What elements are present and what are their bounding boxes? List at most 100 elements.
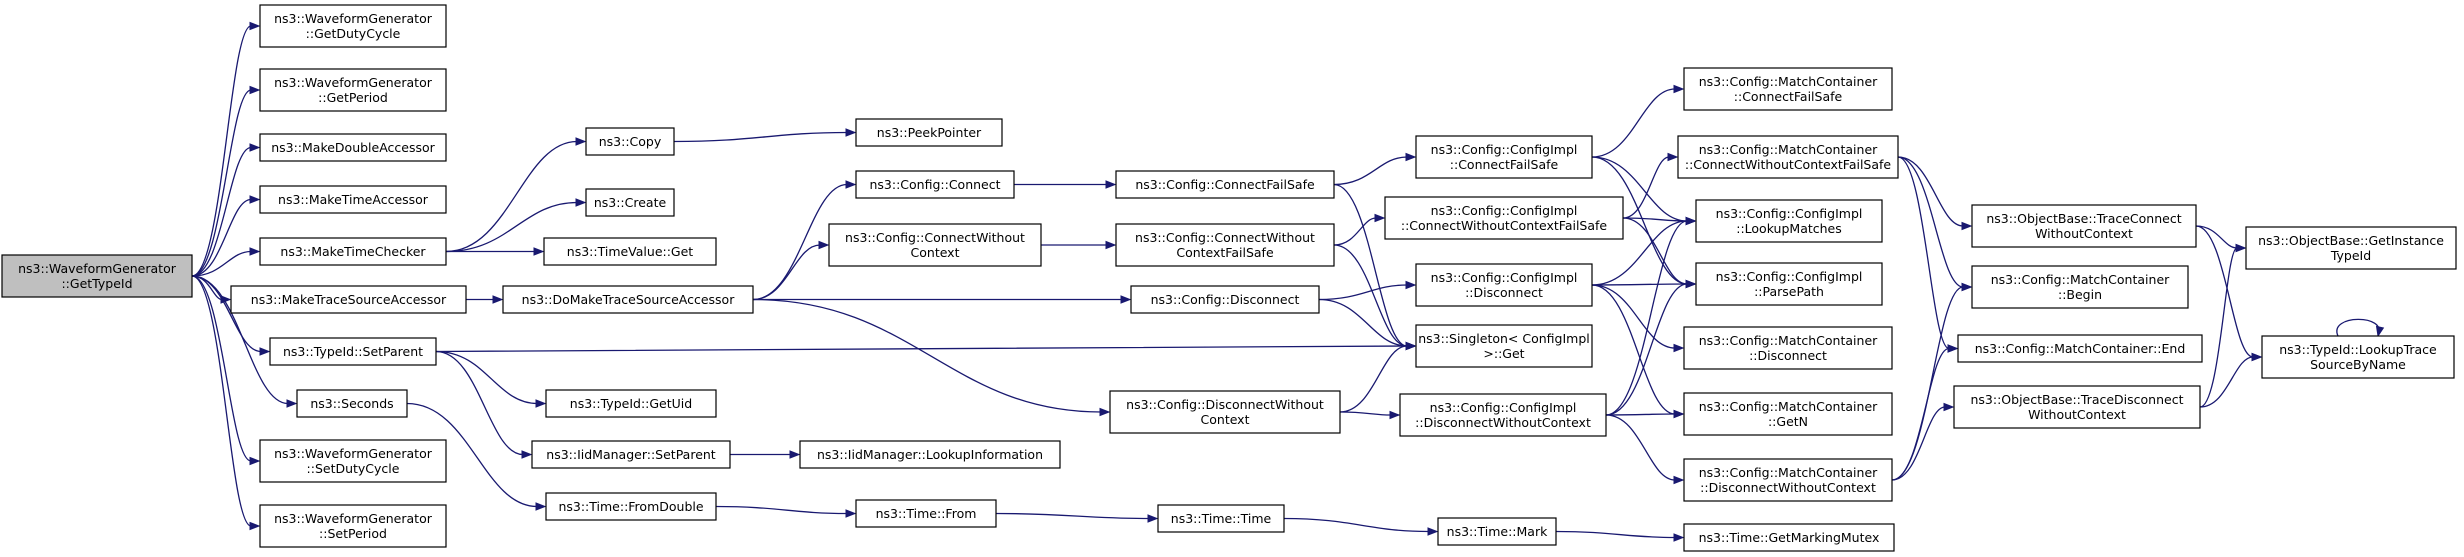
edge-line — [1897, 156, 1950, 350]
node-impl-disconnect[interactable]: ns3::Config::ConfigImpl::Disconnect — [1415, 263, 1593, 307]
node-label-line: ns3::Create — [594, 195, 667, 210]
node-impl-connect-without-context-fail-safe[interactable]: ns3::Config::ConfigImpl::ConnectWithoutC… — [1384, 196, 1624, 240]
node-box — [585, 188, 675, 217]
node-iid-set-parent[interactable]: ns3::IidManager::SetParent — [531, 440, 731, 469]
edge-line — [1591, 220, 1688, 286]
node-config-connect-fail-safe[interactable]: ns3::Config::ConnectFailSafe — [1115, 170, 1335, 199]
node-time-time[interactable]: ns3::Time::Time — [1157, 504, 1285, 533]
edge-arrowhead — [575, 137, 587, 146]
edge-line — [1339, 411, 1392, 416]
edge-arrowhead — [1427, 527, 1439, 536]
node-make-time-accessor[interactable]: ns3::MakeTimeAccessor — [259, 185, 447, 214]
edge-line — [1591, 284, 1676, 415]
edge-arrowhead — [1685, 279, 1697, 289]
node-time-from[interactable]: ns3::Time::From — [855, 499, 997, 528]
node-get-duty-cycle[interactable]: ns3::WaveformGenerator::GetDutyCycle — [259, 4, 447, 48]
node-label-line: TypeId — [2330, 248, 2371, 263]
edge-arrowhead — [535, 399, 547, 408]
node-impl-lookup-matches[interactable]: ns3::Config::ConfigImpl::LookupMatches — [1695, 199, 1883, 243]
edge-do-make-trace-source-accessor-to-config-disconnect-without-context — [752, 298, 1111, 417]
node-label-line: ns3::Config::Connect — [869, 177, 1000, 192]
node-impl-connect-fail-safe[interactable]: ns3::Config::ConfigImpl::ConnectFailSafe — [1415, 135, 1593, 179]
node-mc-end[interactable]: ns3::Config::MatchContainer::End — [1957, 334, 2203, 363]
edge-line — [995, 512, 1150, 520]
edge-arrowhead — [845, 509, 857, 518]
edge-seconds-to-time-from-double — [406, 402, 547, 511]
node-make-trace-source-accessor[interactable]: ns3::MakeTraceSourceAccessor — [230, 285, 467, 314]
edge-line — [191, 275, 289, 405]
node-box — [1683, 392, 1893, 436]
node-get-period[interactable]: ns3::WaveformGenerator::GetPeriod — [259, 68, 447, 112]
node-label-line: ::GetDutyCycle — [306, 26, 401, 41]
node-config-disconnect[interactable]: ns3::Config::Disconnect — [1130, 285, 1320, 314]
node-set-duty-cycle[interactable]: ns3::WaveformGenerator::SetDutyCycle — [259, 439, 447, 483]
node-ob-trace-connect-without-context[interactable]: ns3::ObjectBase::TraceConnectWithoutCont… — [1971, 204, 2197, 248]
node-singleton-get[interactable]: ns3::Singleton< ConfigImpl>::Get — [1415, 324, 1593, 368]
node-box — [1130, 285, 1320, 314]
node-time-mark[interactable]: ns3::Time::Mark — [1437, 517, 1557, 546]
node-label-line: ns3::Config::DisconnectWithout — [1126, 397, 1324, 412]
node-mc-get-n[interactable]: ns3::Config::MatchContainer::GetN — [1683, 392, 1893, 436]
node-box — [1695, 262, 1883, 306]
edge-ob-trace-disconnect-without-context-to-ob-get-instance-type-id — [2199, 243, 2247, 408]
node-make-time-checker[interactable]: ns3::MakeTimeChecker — [259, 237, 447, 266]
node-config-disconnect-without-context[interactable]: ns3::Config::DisconnectWithoutContext — [1109, 390, 1341, 434]
node-mc-begin[interactable]: ns3::Config::MatchContainer::Begin — [1971, 265, 2189, 309]
node-box — [1695, 199, 1883, 243]
node-label-line: ns3::Time::GetMarkingMutex — [1699, 530, 1880, 545]
node-box — [855, 499, 997, 528]
edge-line — [2199, 356, 2254, 408]
node-label-line: ns3::WaveformGenerator — [274, 75, 433, 90]
node-mc-disconnect[interactable]: ns3::Config::MatchContainer::Disconnect — [1683, 326, 1893, 370]
edge-make-trace-source-accessor-to-do-make-trace-source-accessor — [466, 295, 504, 304]
edge-arrowhead — [1099, 407, 1111, 417]
node-config-connect-without-context[interactable]: ns3::Config::ConnectWithoutContext — [828, 223, 1042, 267]
edge-line — [1591, 284, 1676, 349]
node-impl-disconnect-without-context[interactable]: ns3::Config::ConfigImpl::DisconnectWitho… — [1399, 393, 1607, 437]
node-create[interactable]: ns3::Create — [585, 188, 675, 217]
node-mc-connect-without-context-fail-safe[interactable]: ns3::Config::MatchContainer::ConnectWith… — [1677, 135, 1899, 179]
node-label-line: SourceByName — [2310, 357, 2406, 372]
node-config-connect[interactable]: ns3::Config::Connect — [855, 170, 1015, 199]
node-seconds[interactable]: ns3::Seconds — [296, 389, 408, 418]
node-label-line: ::LookupMatches — [1736, 221, 1842, 236]
node-box — [1415, 324, 1593, 368]
node-label-line: >::Get — [1483, 346, 1524, 361]
node-set-period[interactable]: ns3::WaveformGenerator::SetPeriod — [259, 504, 447, 548]
edge-line — [1318, 284, 1408, 301]
edge-make-time-checker-to-create — [445, 198, 587, 253]
node-peek-pointer[interactable]: ns3::PeekPointer — [855, 118, 1003, 147]
node-box — [1677, 135, 1899, 179]
node-ob-trace-disconnect-without-context[interactable]: ns3::ObjectBase::TraceDisconnectWithoutC… — [1953, 385, 2201, 429]
node-root[interactable]: ns3::WaveformGenerator::GetTypeId — [1, 254, 193, 298]
node-label-line: ns3::Config::ConfigImpl — [1430, 400, 1577, 415]
edge-line — [1333, 183, 1408, 347]
node-do-make-trace-source-accessor[interactable]: ns3::DoMakeTraceSourceAccessor — [502, 285, 754, 314]
node-time-get-marking-mutex[interactable]: ns3::Time::GetMarkingMutex — [1683, 523, 1895, 552]
node-label-line: ::Disconnect — [1465, 285, 1543, 300]
node-type-id-set-parent[interactable]: ns3::TypeId::SetParent — [269, 337, 437, 366]
edge-line — [191, 275, 252, 462]
node-config-connect-without-context-fail-safe[interactable]: ns3::Config::ConnectWithoutContextFailSa… — [1115, 223, 1335, 267]
node-iid-lookup-information[interactable]: ns3::IidManager::LookupInformation — [799, 440, 1061, 469]
node-box — [1683, 458, 1893, 502]
edge-arrowhead — [249, 143, 261, 152]
edge-type-id-set-parent-to-singleton-get — [435, 341, 1417, 353]
edge-ob-trace-disconnect-without-context-to-type-id-lookup-trace-source-by-name — [2199, 352, 2263, 408]
node-label-line: ns3::Config::MatchContainer — [1991, 272, 2170, 287]
node-mc-connect-fail-safe[interactable]: ns3::Config::MatchContainer::ConnectFail… — [1683, 67, 1893, 111]
node-time-value-get[interactable]: ns3::TimeValue::Get — [543, 237, 717, 266]
node-make-double-accessor[interactable]: ns3::MakeDoubleAccessor — [259, 133, 447, 162]
node-label-line: ns3::IidManager::SetParent — [546, 447, 716, 462]
node-label-line: ns3::Config::ConfigImpl — [1431, 203, 1578, 218]
node-impl-parse-path[interactable]: ns3::Config::ConfigImpl::ParsePath — [1695, 262, 1883, 306]
node-box — [259, 68, 447, 112]
node-copy[interactable]: ns3::Copy — [585, 127, 675, 156]
node-mc-disconnect-without-context[interactable]: ns3::Config::MatchContainer::DisconnectW… — [1683, 458, 1893, 502]
node-time-from-double[interactable]: ns3::Time::FromDouble — [545, 492, 717, 521]
node-type-id-get-uid[interactable]: ns3::TypeId::GetUid — [545, 389, 717, 418]
edge-mc-connect-without-context-fail-safe-to-mc-begin — [1897, 156, 1973, 292]
edge-root-to-get-period — [191, 85, 261, 277]
